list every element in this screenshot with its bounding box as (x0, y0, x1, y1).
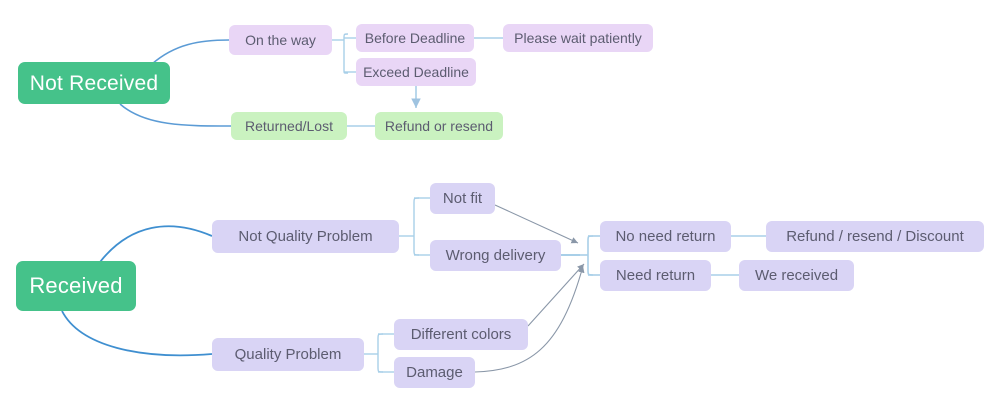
node-label: We received (754, 267, 839, 284)
node-label: Exceed Deadline (363, 64, 469, 80)
node-label: Received (29, 273, 123, 298)
node-label: Returned/Lost (245, 118, 333, 134)
node-label: Need return (615, 267, 696, 284)
node-label: Wrong delivery (445, 247, 546, 264)
node-refund-or-resend[interactable]: Refund or resend (375, 112, 503, 140)
node-label: Quality Problem (234, 346, 342, 363)
node-label: Damage (406, 364, 463, 381)
node-different-colors[interactable]: Different colors (394, 319, 528, 350)
node-label: Before Deadline (364, 30, 466, 46)
node-on-the-way[interactable]: On the way (229, 25, 332, 55)
edge-received-to-quality-problem (61, 310, 213, 357)
node-received[interactable]: Received (16, 261, 136, 311)
node-label: On the way (245, 32, 316, 48)
edge-outcome-bracket (587, 235, 594, 276)
node-quality-problem[interactable]: Quality Problem (212, 338, 364, 371)
edge-received-to-not-quality-problem (99, 225, 213, 263)
node-refund-resend-discount[interactable]: Refund / resend / Discount (766, 221, 984, 252)
edge-not-received-to-returned-lost (119, 103, 232, 127)
node-no-need-return[interactable]: No need return (600, 221, 731, 252)
node-returned-lost[interactable]: Returned/Lost (231, 112, 347, 140)
node-label: Not Received (29, 71, 159, 95)
node-not-received[interactable]: Not Received (18, 62, 170, 104)
node-label: Not fit (442, 190, 483, 207)
node-label: Not Quality Problem (238, 228, 373, 245)
node-need-return[interactable]: Need return (600, 260, 711, 291)
node-label: Refund or resend (384, 118, 494, 134)
node-not-fit[interactable]: Not fit (430, 183, 495, 214)
node-damage[interactable]: Damage (394, 357, 475, 388)
node-label: Refund / resend / Discount (786, 228, 964, 245)
node-please-wait-patiently[interactable]: Please wait patiently (503, 24, 653, 52)
node-wrong-delivery[interactable]: Wrong delivery (430, 240, 561, 271)
node-not-quality-problem[interactable]: Not Quality Problem (212, 220, 399, 253)
node-label: No need return (615, 228, 716, 245)
edge-different-colors-to-need-return (527, 263, 585, 327)
node-label: Please wait patiently (514, 30, 642, 46)
edge-not-received-to-on-the-way (151, 39, 230, 65)
edge-not-fit-to-no-need-return (494, 204, 579, 244)
edge-quality-bracket (377, 333, 384, 373)
node-label: Different colors (410, 326, 512, 343)
edge-bracket-on-the-way (343, 33, 349, 74)
edge-not-quality-bracket (413, 197, 420, 256)
node-exceed-deadline[interactable]: Exceed Deadline (356, 58, 476, 86)
node-before-deadline[interactable]: Before Deadline (356, 24, 474, 52)
node-we-received[interactable]: We received (739, 260, 854, 291)
